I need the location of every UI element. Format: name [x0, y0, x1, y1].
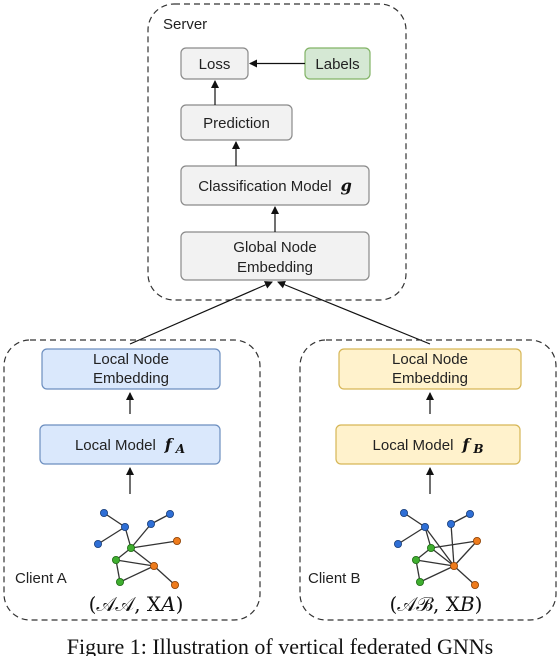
client-a-local-model-label: Local Model f A [75, 435, 185, 456]
client-a-graph-node [112, 556, 121, 565]
client-a-data-label: (𝒜𝒜, X𝐴) [89, 592, 184, 616]
client-b-graph [393, 508, 481, 590]
client-b-region: Local Node Embedding Local Model f B [299, 339, 557, 621]
client-b-graph-node [411, 556, 420, 565]
client-a-graph-node [127, 544, 136, 553]
client-b-data-label: (𝒜ℬ, X𝐵) [390, 592, 483, 616]
classification-model-label: Classification Model g [198, 176, 352, 195]
client-a-label: Client A [15, 570, 67, 587]
prediction-box [180, 104, 293, 141]
server-label: Server [163, 16, 207, 33]
client-b-label: Client B [308, 570, 361, 587]
client-b-local-model-box [335, 424, 521, 465]
classification-model-box [180, 165, 370, 206]
labels-label: Labels [315, 56, 359, 73]
client-a-graph-node [121, 523, 130, 532]
server-boundary [147, 3, 407, 301]
client-a-graph-node [149, 562, 158, 571]
prediction-label: Prediction [203, 115, 270, 132]
client-a-embedding-label-1: Local Node [93, 351, 169, 368]
client-b-graph-node [426, 544, 435, 553]
global-node-embedding-label-1: Global Node [233, 239, 316, 256]
client-b-graph-node [472, 537, 481, 546]
client-a-local-model-box [39, 424, 221, 465]
client-a-graph-node [165, 509, 174, 518]
client-a-graph-node [172, 537, 181, 546]
client-b-graph-node [420, 523, 429, 532]
client-a-boundary [3, 339, 261, 621]
figure-caption: Figure 1: Illustration of vertical feder… [66, 636, 494, 656]
loss-label: Loss [199, 56, 231, 73]
client-b-embedding-label-1: Local Node [392, 351, 468, 368]
client-b-graph-node [465, 509, 474, 518]
client-b-local-model-label: Local Model f B [373, 435, 484, 456]
client-b-local-embedding-box [338, 348, 522, 390]
client-a-graph-node [100, 508, 109, 517]
client-a-graph [94, 508, 181, 590]
client-a-graph-node [170, 581, 179, 590]
client-a-graph-node [146, 520, 155, 529]
client-b-graph-node [446, 520, 455, 529]
loss-box [180, 47, 249, 80]
client-b-graph-node [449, 562, 458, 571]
client-b-graph-node [393, 540, 402, 549]
client-b-to-server-arrow [277, 280, 431, 345]
client-b-boundary [299, 339, 557, 621]
client-b-graph-node [470, 581, 479, 590]
global-node-embedding-label-2: Embedding [237, 259, 313, 276]
client-a-to-server-arrow [129, 281, 273, 345]
client-b-graph-node [399, 508, 408, 517]
server-region: Server Loss Labels Prediction Classifica… [147, 3, 407, 301]
client-a-region: Local Node Embedding Local Model f A [3, 339, 261, 621]
client-a-graph-node [116, 578, 125, 587]
client-b-graph-node [415, 578, 424, 587]
client-a-local-embedding-box [41, 348, 221, 390]
client-a-graph-node [94, 540, 103, 549]
client-b-embedding-label-2: Embedding [392, 370, 468, 387]
client-a-embedding-label-2: Embedding [93, 370, 169, 387]
